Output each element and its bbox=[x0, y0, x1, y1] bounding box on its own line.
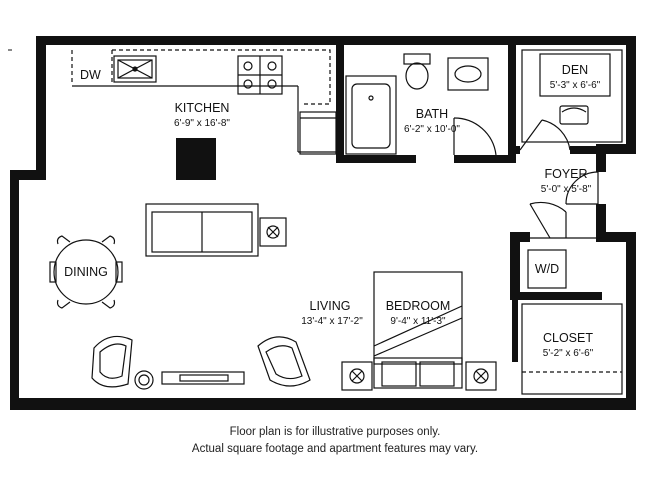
interior-walls bbox=[336, 45, 604, 362]
living-name: LIVING bbox=[310, 299, 351, 313]
closet-dims: 5'-2" x 6'-6" bbox=[543, 348, 594, 359]
toilet-icon bbox=[403, 53, 431, 90]
disclaimer-line-2: Actual square footage and apartment feat… bbox=[191, 443, 479, 455]
bedroom-dims: 9'-4" x 11'-3" bbox=[390, 316, 446, 327]
stove-icon bbox=[237, 55, 283, 95]
nightstand-left-icon bbox=[341, 361, 373, 391]
living-dims: 13'-4" x 17'-2" bbox=[301, 316, 363, 327]
dishwasher-label: DW bbox=[80, 68, 101, 82]
foyer-name: FOYER bbox=[544, 167, 587, 181]
side-table-icon bbox=[259, 217, 287, 247]
closet-name: CLOSET bbox=[543, 331, 593, 345]
bath-door bbox=[453, 117, 497, 156]
washer-dryer-icon bbox=[527, 249, 567, 289]
sink-icon bbox=[113, 55, 157, 83]
den-desk bbox=[539, 53, 611, 125]
den-dims: 5'-3" x 6'-6" bbox=[550, 80, 601, 91]
kitchen-name: KITCHEN bbox=[175, 101, 230, 115]
refrigerator-icon bbox=[299, 111, 337, 155]
foyer-dims: 5'-0" x 5'-8" bbox=[541, 184, 592, 195]
nightstand-right-icon bbox=[465, 361, 497, 391]
disclaimer: Floor plan is for illustrative purposes … bbox=[0, 424, 670, 458]
armchair-right-icon bbox=[257, 336, 311, 387]
vanity-sink-icon bbox=[447, 57, 489, 91]
floor-plan: DW KITCHEN 6'-9" x 16'-8" BATH 6'-2" x 1… bbox=[8, 36, 636, 410]
kitchen-island bbox=[176, 138, 216, 180]
entry-door bbox=[565, 171, 599, 205]
disclaimer-line-1: Floor plan is for illustrative purposes … bbox=[229, 426, 441, 438]
wd-closet-doors bbox=[529, 201, 602, 239]
bathtub-icon bbox=[345, 75, 397, 155]
bedroom-name: BEDROOM bbox=[386, 299, 451, 313]
bath-name: BATH bbox=[416, 107, 448, 121]
den-door bbox=[519, 119, 571, 151]
armchair-left-icon bbox=[91, 335, 154, 390]
sofa-icon bbox=[145, 203, 259, 257]
windows bbox=[13, 45, 45, 398]
dining-table-icon bbox=[49, 235, 123, 309]
bath-dims: 6'-2" x 10'-0" bbox=[404, 124, 460, 135]
kitchen-dims: 6'-9" x 16'-8" bbox=[174, 118, 230, 129]
bed-icon bbox=[373, 271, 463, 389]
washer-dryer-label: W/D bbox=[535, 262, 559, 276]
tv-console-icon bbox=[161, 371, 245, 385]
dining-name: DINING bbox=[64, 265, 108, 279]
den-name: DEN bbox=[562, 63, 588, 77]
